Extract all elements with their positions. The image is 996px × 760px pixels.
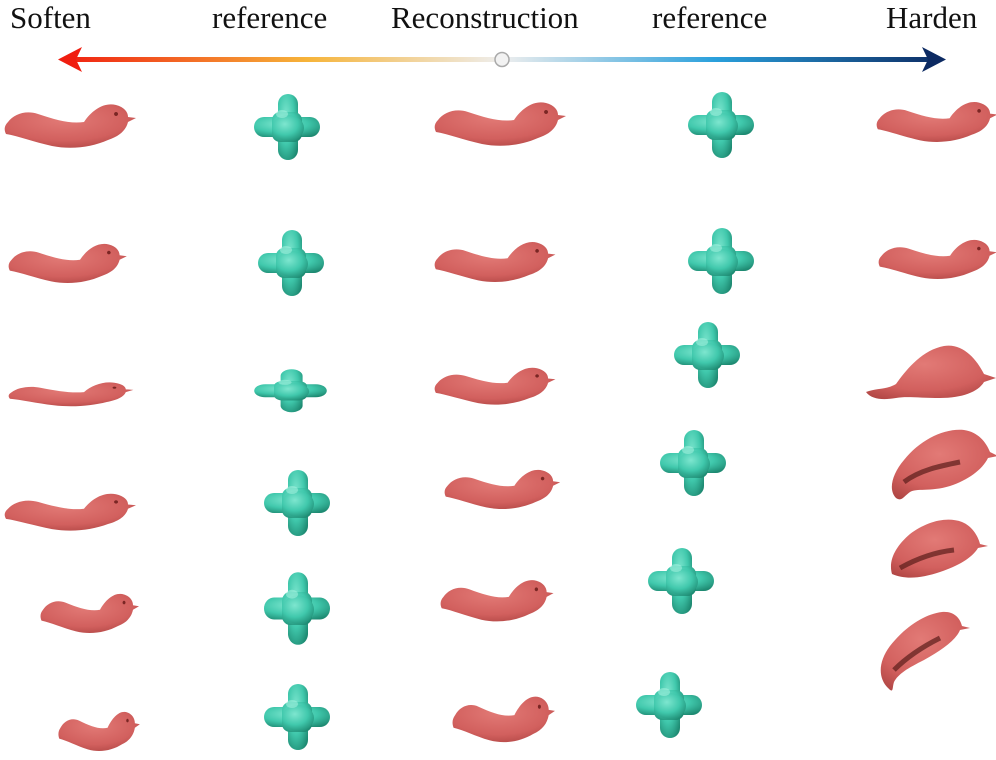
column-harden (866, 102, 996, 691)
column-reference-right (636, 92, 754, 738)
reference-right-cross-2 (688, 228, 754, 294)
reconstruction-bird-3 (434, 367, 556, 405)
arrow-head-right-icon (922, 47, 946, 72)
header-soften: Soften (10, 0, 91, 35)
harden-bird-3 (866, 345, 996, 400)
harden-bird-5 (890, 519, 988, 578)
reference-right-cross-4 (660, 430, 726, 496)
reference-left-cross-5 (264, 572, 330, 645)
harden-bird-2 (878, 239, 996, 280)
reference-right-cross-6 (636, 672, 702, 738)
soften-bird-3 (8, 382, 134, 407)
reference-left-cross-2 (258, 230, 324, 296)
header-reference-right: reference (652, 0, 767, 35)
harden-bird-4 (891, 429, 996, 500)
reference-right-cross-1 (688, 92, 754, 158)
reference-right-cross-3 (674, 322, 740, 388)
stiffness-arrow (58, 47, 946, 72)
reference-right-cross-5 (648, 548, 714, 614)
reference-left-cross-1 (254, 94, 320, 160)
reconstruction-bird-5 (440, 580, 554, 622)
reconstruction-bird-2 (434, 242, 556, 282)
reference-left-cross-3 (254, 369, 327, 413)
header-reference-left: reference (212, 0, 327, 35)
reconstruction-bird-4 (444, 469, 561, 510)
reference-left-cross-6 (264, 684, 330, 750)
column-reference-left (254, 94, 330, 750)
soften-bird-1 (4, 104, 136, 148)
header-harden: Harden (886, 0, 978, 35)
soften-bird-5 (40, 593, 139, 634)
reconstruction-bird-1 (434, 102, 566, 146)
reconstruction-bird-6 (452, 696, 555, 743)
header-reconstruction: Reconstruction (391, 0, 579, 35)
column-reconstruction (434, 102, 566, 743)
reference-left-cross-4 (264, 470, 330, 536)
arrow-center-knob (494, 51, 510, 68)
harden-bird-1 (876, 102, 996, 142)
soften-bird-2 (8, 243, 127, 284)
column-soften (4, 104, 140, 752)
harden-bird-6 (880, 611, 970, 691)
soften-bird-6 (58, 711, 140, 752)
soften-bird-4 (4, 493, 136, 531)
arrow-head-left-icon (58, 47, 82, 72)
